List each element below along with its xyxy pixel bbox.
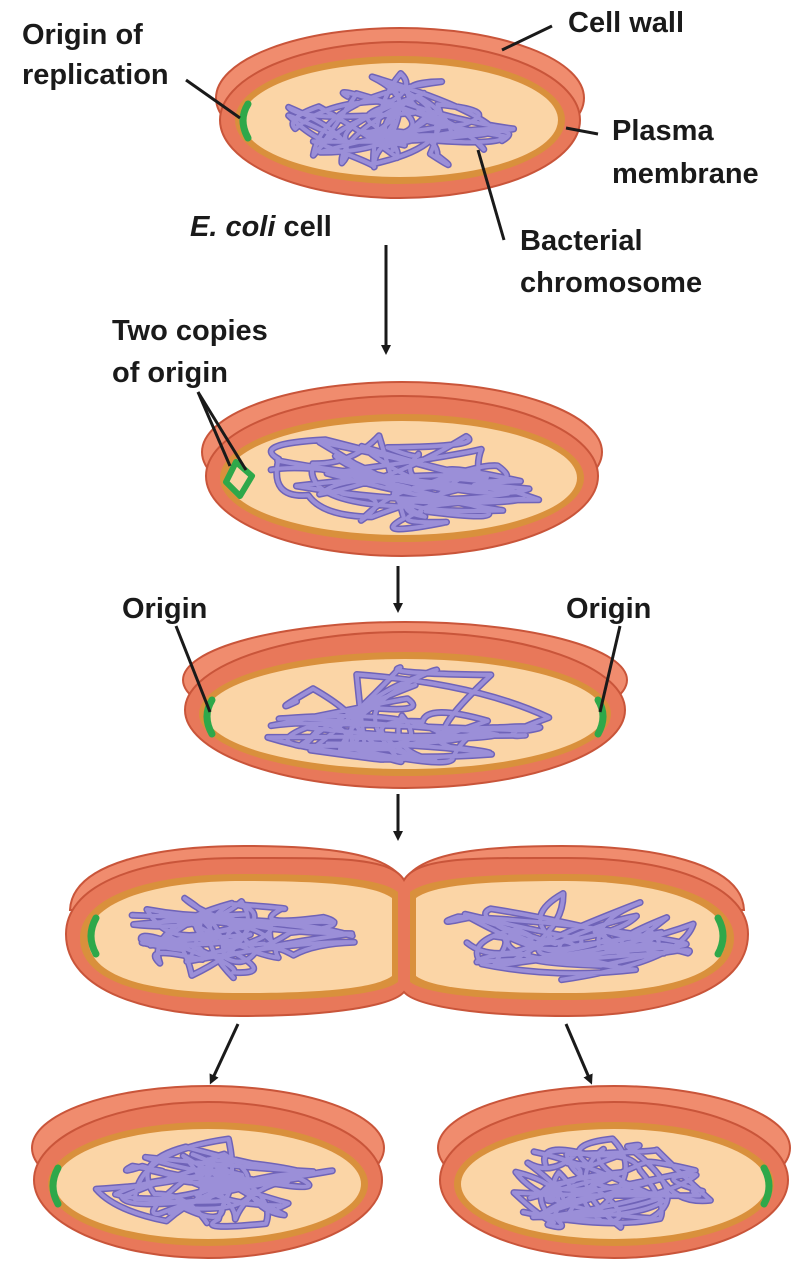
- stage4-dividing-cell: [66, 846, 748, 1016]
- label-ecoli-cell-word: cell: [275, 211, 331, 243]
- label-ecoli-cell: E. coli cell: [190, 211, 332, 243]
- label-two-copies-1: Two copies: [112, 315, 268, 347]
- label-origin-of-replication-2: replication: [22, 59, 169, 91]
- label-two-copies-2: of origin: [112, 357, 228, 389]
- stage3-elongated-cell: [183, 622, 627, 788]
- label-ecoli-italic: E. coli: [190, 211, 276, 243]
- arrow-stage4-to-right-daughter: [566, 1024, 590, 1080]
- daughter-cell-right: [438, 1086, 790, 1258]
- label-plasma-membrane-2: membrane: [612, 158, 759, 190]
- daughter-cell-left: [32, 1086, 384, 1258]
- label-cell-wall: Cell wall: [568, 7, 684, 39]
- stage2-cell: [202, 382, 602, 556]
- label-bacterial-chromosome-2: chromosome: [520, 267, 702, 299]
- stage1-ecoli-cell: [216, 28, 584, 198]
- arrow-stage4-to-left-daughter: [212, 1024, 238, 1080]
- label-bacterial-chromosome-1: Bacterial: [520, 225, 643, 257]
- label-origin-left: Origin: [122, 593, 207, 625]
- label-plasma-membrane-1: Plasma: [612, 115, 714, 147]
- label-origin-right: Origin: [566, 593, 651, 625]
- label-origin-of-replication-1: Origin of: [22, 19, 143, 51]
